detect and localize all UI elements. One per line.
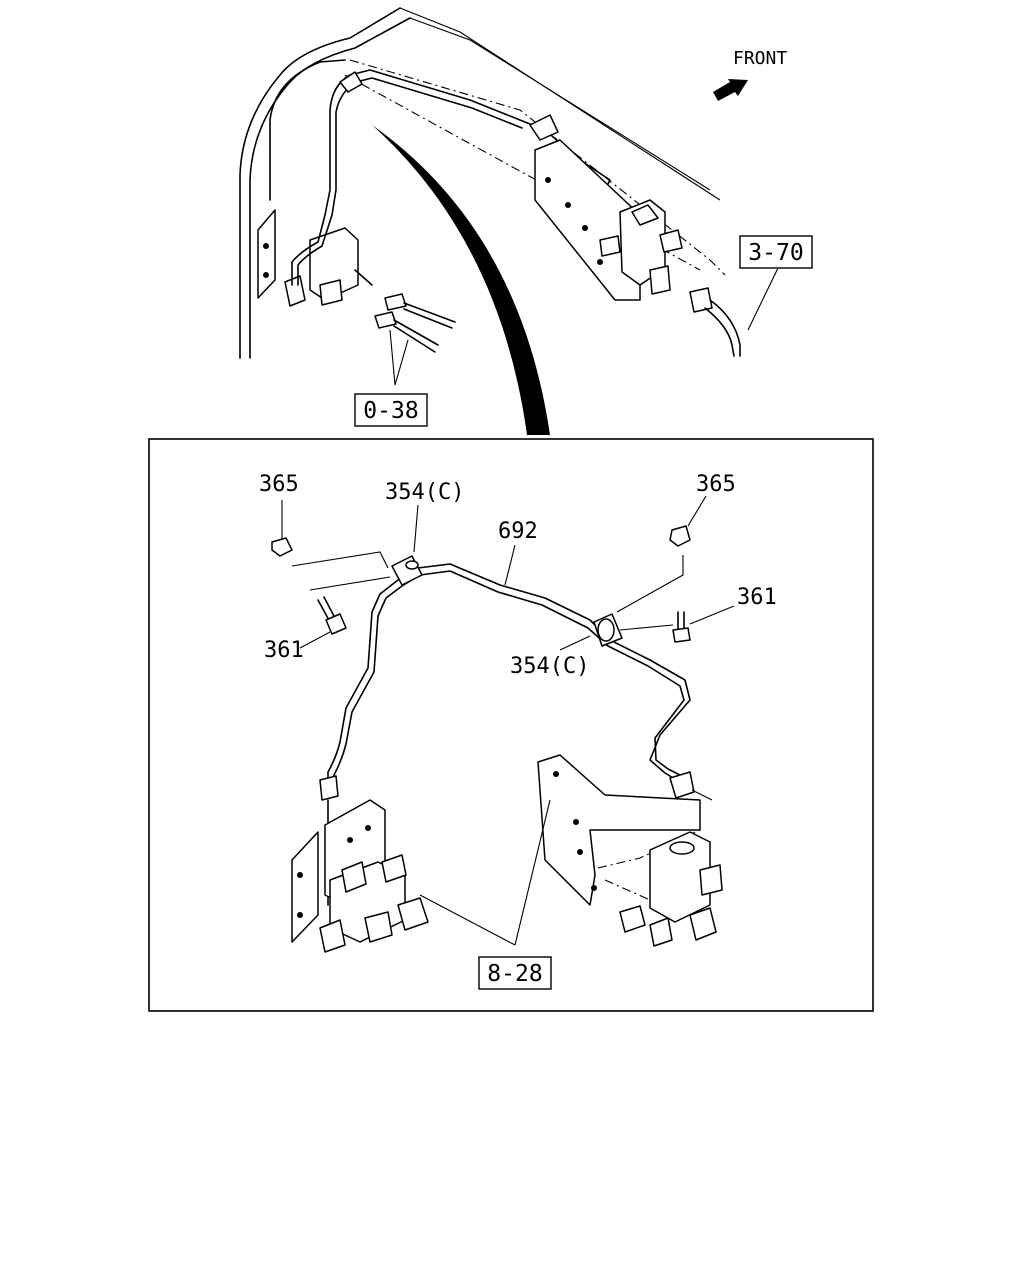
overview-view bbox=[239, 7, 779, 435]
detail-frame bbox=[148, 438, 874, 1012]
ref-box-8-28[interactable]: 8-28 bbox=[478, 956, 552, 990]
part-354-top-label: 354(C) bbox=[385, 480, 464, 505]
detail-callout-arrow bbox=[372, 125, 550, 435]
detail-view bbox=[271, 495, 735, 953]
part-692-label: 692 bbox=[498, 519, 538, 544]
front-direction-indicator: FRONT bbox=[713, 48, 787, 101]
ref-0-38-label: 0-38 bbox=[363, 398, 418, 424]
part-361-right-label: 361 bbox=[737, 585, 777, 610]
front-arrow-icon bbox=[713, 79, 748, 101]
part-365-left-label: 365 bbox=[259, 472, 299, 497]
front-label: FRONT bbox=[733, 48, 787, 69]
ref-8-28-label: 8-28 bbox=[487, 961, 542, 987]
ref-3-70-label: 3-70 bbox=[748, 240, 803, 266]
part-361-left-label: 361 bbox=[264, 638, 304, 663]
part-354-mid-label: 354(C) bbox=[510, 654, 589, 679]
part-365-right-label: 365 bbox=[696, 472, 736, 497]
ref-box-0-38[interactable]: 0-38 bbox=[354, 393, 428, 427]
ref-box-3-70[interactable]: 3-70 bbox=[739, 235, 813, 269]
